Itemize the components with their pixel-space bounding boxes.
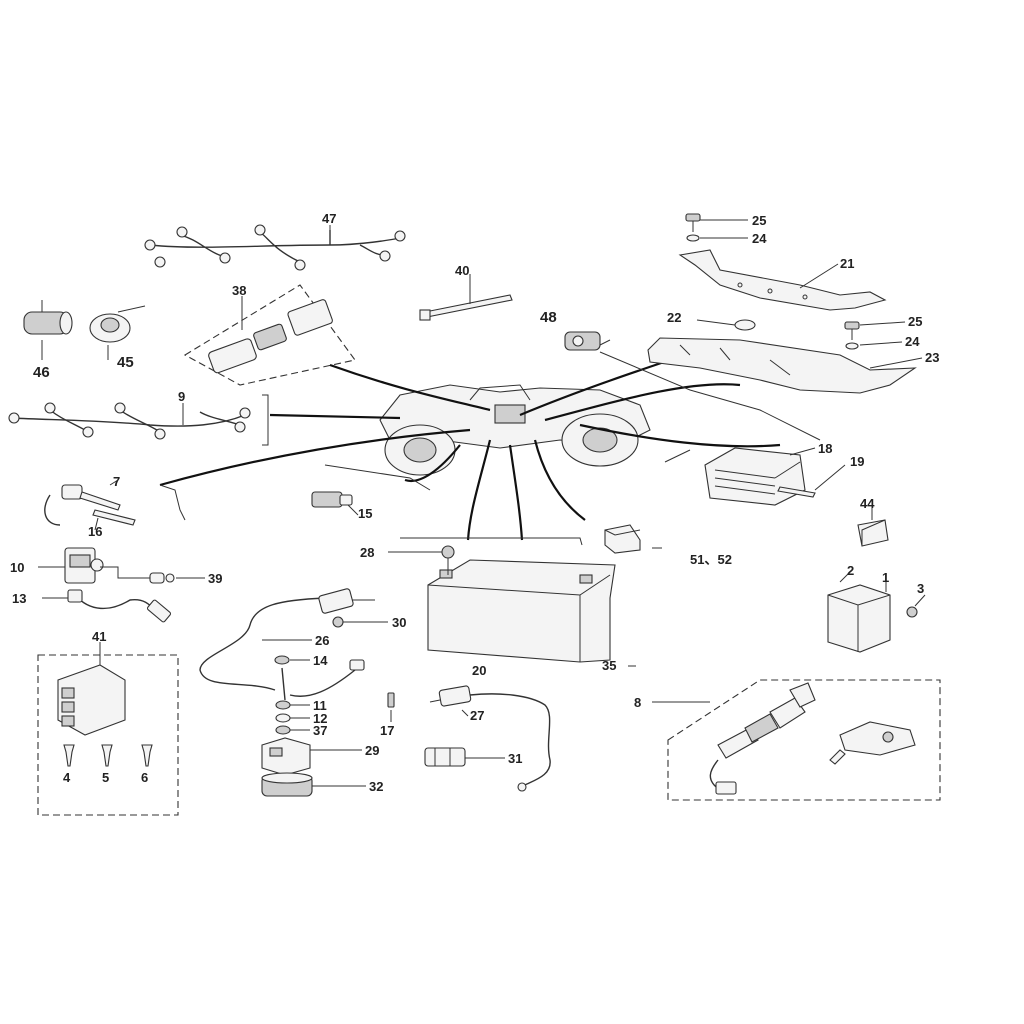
cable-27 [429, 685, 551, 792]
rubber-boot-32 [261, 772, 313, 797]
callout-1: 1 [882, 570, 889, 585]
connector-31 [424, 747, 466, 767]
cdi-unit [57, 664, 126, 736]
battery-20 [427, 559, 616, 663]
callout-13: 13 [12, 591, 26, 606]
callout-17: 17 [380, 723, 394, 738]
screw-3 [906, 594, 926, 618]
connector-46 [23, 311, 73, 335]
washer-24-top [686, 234, 700, 242]
callout-20: 20 [472, 663, 486, 678]
callout-41: 41 [92, 629, 106, 644]
callout-7: 7 [113, 474, 120, 489]
callout-47: 47 [322, 211, 336, 226]
wire-harness-9 [8, 402, 251, 440]
screws-4-5-6 [63, 744, 153, 767]
callout-24-top: 24 [752, 231, 767, 246]
callout-19: 19 [850, 454, 864, 469]
grommet-45 [89, 313, 131, 343]
callout-16: 16 [88, 524, 102, 539]
callout-35: 35 [602, 658, 616, 673]
callout-25-top: 25 [752, 213, 766, 228]
callout-26: 26 [315, 633, 329, 648]
switch-box-8 [667, 679, 941, 801]
connector-48 [564, 331, 601, 351]
callout-37: 37 [313, 723, 327, 738]
nut-30 [332, 616, 344, 628]
washer-24-mid [845, 342, 859, 350]
regulator-18 [704, 447, 806, 506]
callout-45: 45 [117, 354, 134, 371]
callout-44: 44 [860, 496, 875, 511]
callout-24-mid: 24 [905, 334, 920, 349]
callout-8: 8 [634, 695, 641, 710]
callout-15: 15 [358, 506, 372, 521]
harness-13 [67, 589, 172, 623]
callout-23: 23 [925, 350, 939, 365]
ecu-1-2 [827, 584, 891, 653]
cover-23 [647, 337, 917, 394]
ignition-10 [64, 547, 104, 584]
callout-14: 14 [313, 653, 328, 668]
callout-48: 48 [540, 309, 557, 326]
fuse-17 [387, 692, 395, 708]
bolt-25-top [685, 213, 701, 232]
callout-18: 18 [818, 441, 832, 456]
starter-relay-29 [261, 737, 311, 776]
callout-28: 28 [360, 545, 374, 560]
connector-51-52 [604, 524, 641, 554]
callout-29: 29 [365, 743, 379, 758]
switch-15 [311, 491, 353, 508]
callout-30: 30 [392, 615, 406, 630]
connector-39 [149, 572, 175, 584]
switch-group-38 [183, 284, 356, 386]
callout-12: 12 [313, 711, 327, 726]
callout-31: 31 [508, 751, 522, 766]
callout-27: 27 [470, 708, 484, 723]
callout-6: 6 [141, 770, 148, 785]
callout-21: 21 [840, 256, 854, 271]
callout-25-mid: 25 [908, 314, 922, 329]
relay-stack [274, 655, 365, 735]
callout-4: 4 [63, 770, 71, 785]
sensor-7-16 [44, 484, 136, 526]
callout-22: 22 [667, 310, 681, 325]
grommet-22 [734, 319, 756, 331]
bracket-21 [678, 249, 887, 311]
callout-38: 38 [232, 283, 246, 298]
callout-2: 2 [847, 563, 854, 578]
cable-tie-40 [419, 294, 513, 321]
callout-46: 46 [33, 364, 50, 381]
callout-9: 9 [178, 389, 185, 404]
cable-26 [199, 588, 375, 691]
cdi-box-41 [37, 654, 179, 816]
callout-10: 10 [10, 560, 24, 575]
callout-11: 11 [313, 698, 327, 713]
wire-harness-47 [144, 224, 406, 271]
callout-5: 5 [102, 770, 109, 785]
callout-40: 40 [455, 263, 469, 278]
callout-32: 32 [369, 779, 383, 794]
bolt-19 [777, 486, 816, 498]
handlebar-switch-8 [709, 682, 916, 795]
callout-51-52: 51、52 [690, 552, 732, 567]
callout-3: 3 [917, 581, 924, 596]
relay-44 [857, 519, 889, 547]
bolt-25-mid [844, 321, 860, 340]
callout-39: 39 [208, 571, 222, 586]
